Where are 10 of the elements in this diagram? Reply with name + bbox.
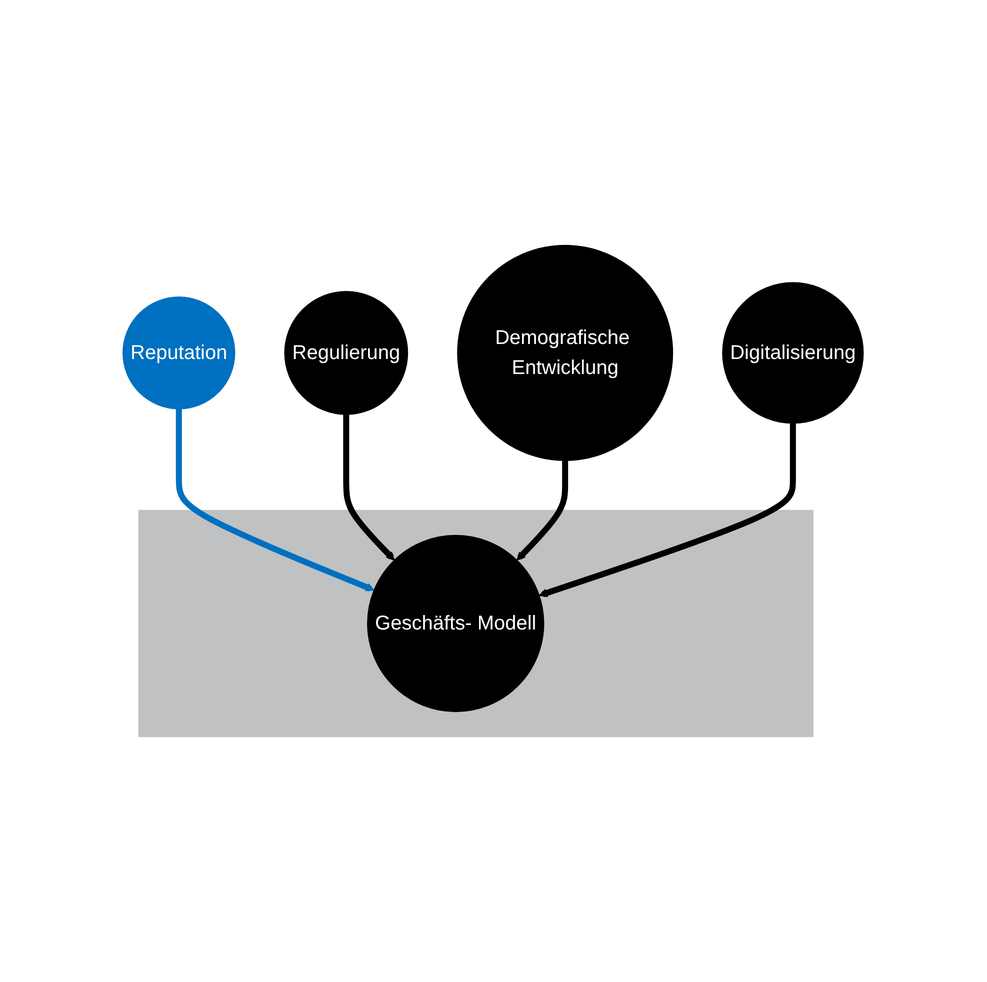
arrow xyxy=(176,408,375,592)
node-circle: Regulierung xyxy=(284,290,408,415)
arrow xyxy=(539,423,796,598)
node-circle: Reputation xyxy=(122,296,236,410)
arrow xyxy=(516,460,568,561)
node-circle: Demografische Entwicklung xyxy=(457,244,674,461)
node-circle: Digitalisierung xyxy=(722,282,864,424)
cluster xyxy=(138,510,814,738)
arrow xyxy=(344,414,396,561)
node-circle: Geschäfts- Modell xyxy=(367,534,545,712)
